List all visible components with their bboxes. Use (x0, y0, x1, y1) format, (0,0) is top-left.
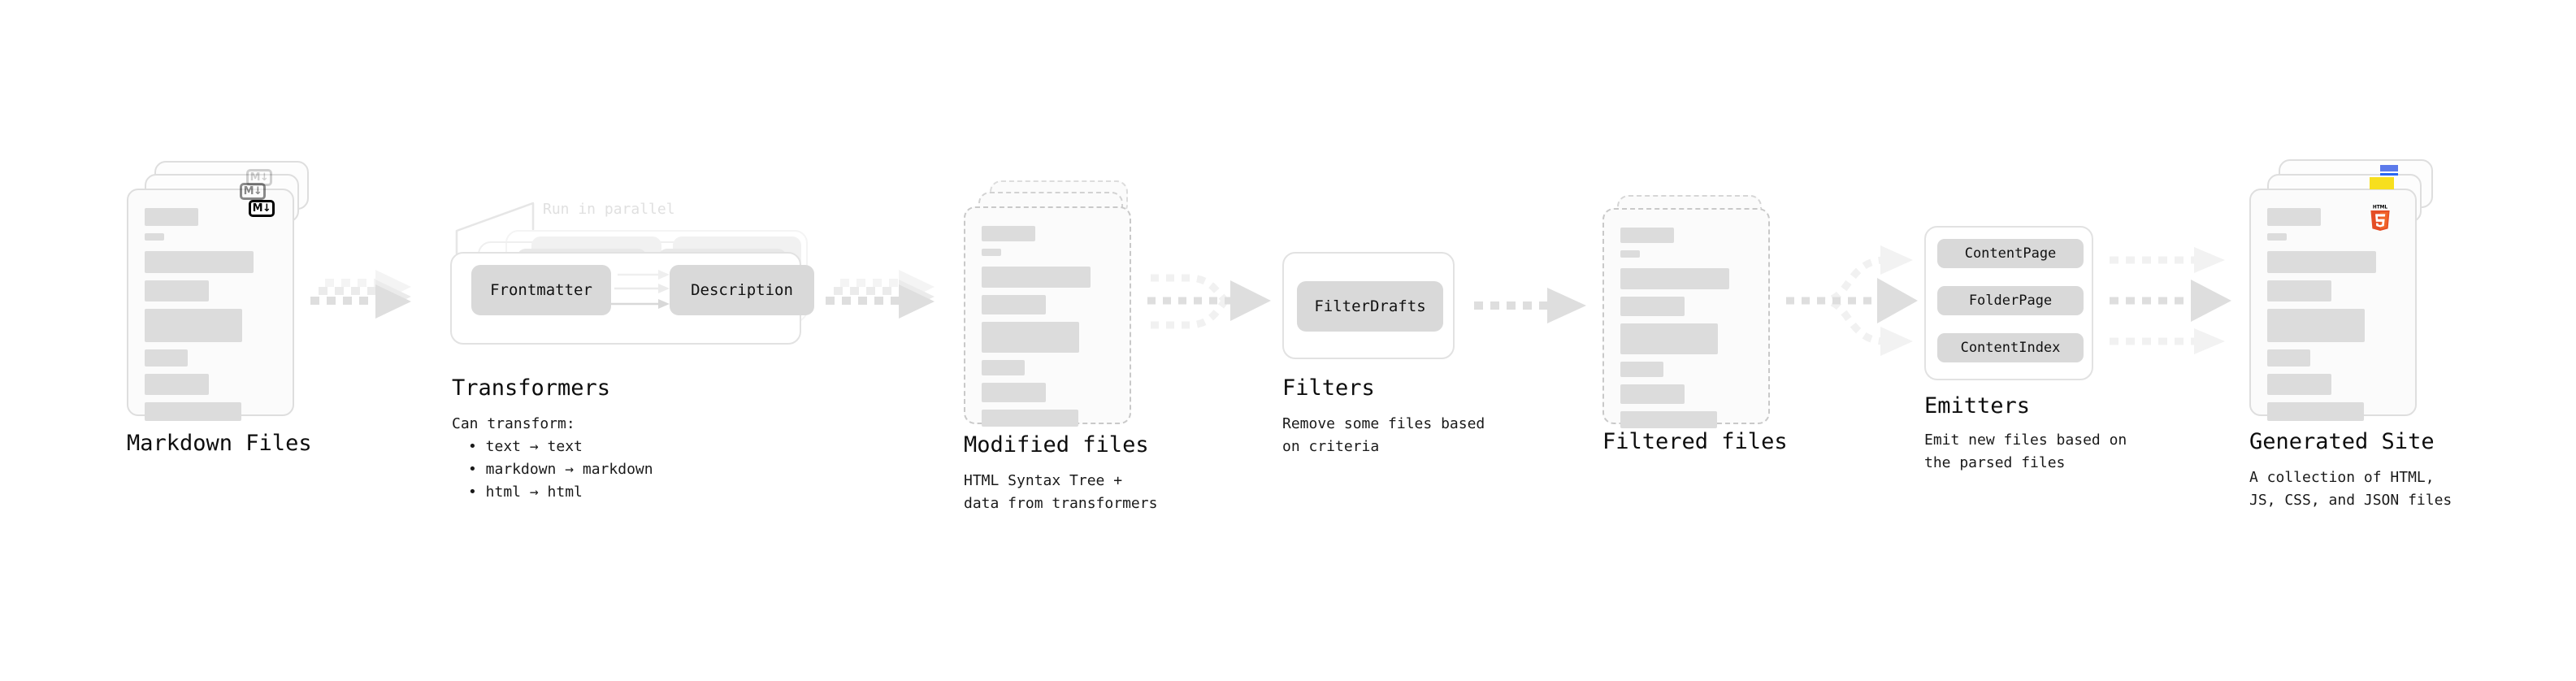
filter-node-filterdrafts[interactable]: FilterDrafts (1297, 281, 1443, 332)
filtered-card-content (1620, 228, 1754, 428)
modified-card-content (982, 226, 1115, 427)
css-icon (2380, 165, 2398, 176)
filters-group: FilterDrafts (1282, 252, 1455, 359)
file-card-content (145, 208, 278, 421)
connector-modified-to-filters (1147, 274, 1271, 329)
transformer-node-description[interactable]: Description (670, 265, 814, 315)
connector-filtered-to-emitters (1786, 245, 1918, 356)
html5-icon: HTML (2370, 205, 2390, 231)
markdown-icon-back: M↓ (246, 169, 272, 186)
transformer-inner-arrows (611, 270, 670, 309)
transformer-node-frontmatter[interactable]: Frontmatter (471, 265, 611, 315)
stage-title-transformers: Transformers (452, 375, 611, 401)
stage-title-emitters: Emitters (1924, 393, 2031, 419)
transformers-bullet-2: • html → html (468, 484, 583, 501)
generated-site-stack: HTML (2249, 159, 2438, 421)
svg-text:HTML: HTML (2373, 205, 2388, 210)
stage-subtitle-generated-site: A collection of HTML, JS, CSS, and JSON … (2249, 469, 2452, 509)
transformers-bullet-1: • markdown → markdown (468, 461, 653, 478)
stage-subtitle-modified-files: HTML Syntax Tree + data from transformer… (964, 472, 1158, 512)
markdown-icon-mid: M↓ (240, 183, 266, 200)
stage-title-filtered-files: Filtered files (1602, 429, 1788, 454)
emitter-node-contentpage[interactable]: ContentPage (1937, 239, 2084, 268)
transformers-bullets-intro: Can transform: (452, 415, 575, 432)
filtered-file-stack (1602, 195, 1781, 431)
run-in-parallel-bracket (455, 202, 535, 255)
file-card-front (127, 189, 294, 421)
connector-transformers-to-modified (826, 270, 935, 319)
connector-markdown-to-transformers (310, 270, 411, 319)
modified-file-stack (964, 180, 1143, 427)
stage-subtitle-emitters: Emit new files based on the parsed files (1924, 432, 2127, 471)
stage-title-filters: Filters (1282, 375, 1375, 401)
emitter-node-folderpage[interactable]: FolderPage (1937, 286, 2084, 315)
markdown-file-stack: M↓ M↓ M↓ (127, 161, 315, 421)
transformers-bullet-0: • text → text (468, 438, 583, 455)
connector-emitters-to-site (2110, 247, 2231, 354)
stage-title-generated-site: Generated Site (2249, 429, 2435, 454)
markdown-icon: M↓ (249, 200, 275, 217)
site-card-front (2249, 189, 2417, 421)
modified-card-front (964, 206, 1131, 427)
emitters-group: ContentPage FolderPage ContentIndex (1924, 226, 2093, 380)
stage-title-markdown-files: Markdown Files (127, 431, 312, 456)
connector-filters-to-filtered (1474, 288, 1586, 323)
transformers-group: Run in parallel Frontmatter Description (445, 195, 819, 358)
filtered-card-front (1602, 208, 1770, 428)
emitter-node-contentindex[interactable]: ContentIndex (1937, 333, 2084, 362)
js-icon (2370, 177, 2394, 189)
stage-title-modified-files: Modified files (964, 432, 1149, 458)
run-in-parallel-label: Run in parallel (543, 201, 675, 218)
stage-subtitle-filters: Remove some files based on criteria (1282, 415, 1485, 455)
site-card-content (2267, 208, 2400, 421)
